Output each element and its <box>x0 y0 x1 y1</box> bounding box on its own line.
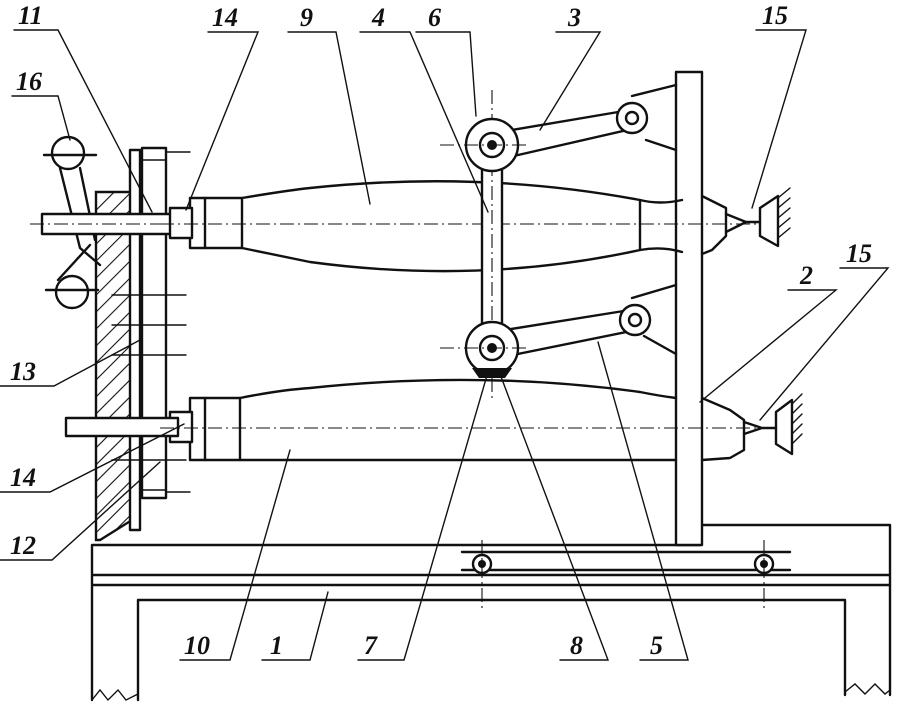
label-12: 12 <box>10 531 36 560</box>
label-15-upper: 15 <box>762 1 788 30</box>
label-14-upper: 14 <box>212 3 238 32</box>
label-1: 1 <box>270 631 283 660</box>
label-2: 2 <box>799 261 813 290</box>
lower-lever-arm <box>503 283 678 358</box>
upper-tailstock <box>724 187 791 248</box>
label-15-lower: 15 <box>846 239 872 268</box>
slide-track <box>460 540 792 610</box>
callout-labels: 11 14 9 4 6 3 15 16 2 15 13 14 12 10 1 7… <box>10 1 872 660</box>
label-4: 4 <box>371 3 385 32</box>
label-8: 8 <box>570 631 583 660</box>
upper-chuck <box>168 196 244 250</box>
vertical-post <box>674 70 704 547</box>
upper-workpiece <box>160 180 760 273</box>
label-16: 16 <box>16 67 42 96</box>
label-7: 7 <box>364 631 378 660</box>
label-10: 10 <box>184 631 210 660</box>
headstock-housing <box>94 148 142 542</box>
lower-roller <box>440 320 530 378</box>
base-frame <box>90 523 892 702</box>
label-9: 9 <box>300 3 313 32</box>
leader-lines <box>0 29 890 661</box>
label-13: 13 <box>10 357 36 386</box>
label-14-lower: 14 <box>10 463 36 492</box>
label-3: 3 <box>567 3 581 32</box>
upper-lever-arm <box>498 83 678 160</box>
lower-chuck <box>64 396 242 462</box>
label-5: 5 <box>650 631 663 660</box>
upper-roller <box>440 117 530 173</box>
label-11: 11 <box>18 1 43 30</box>
lower-tailstock <box>742 393 803 456</box>
drive-crank <box>30 135 210 310</box>
label-6: 6 <box>428 3 441 32</box>
